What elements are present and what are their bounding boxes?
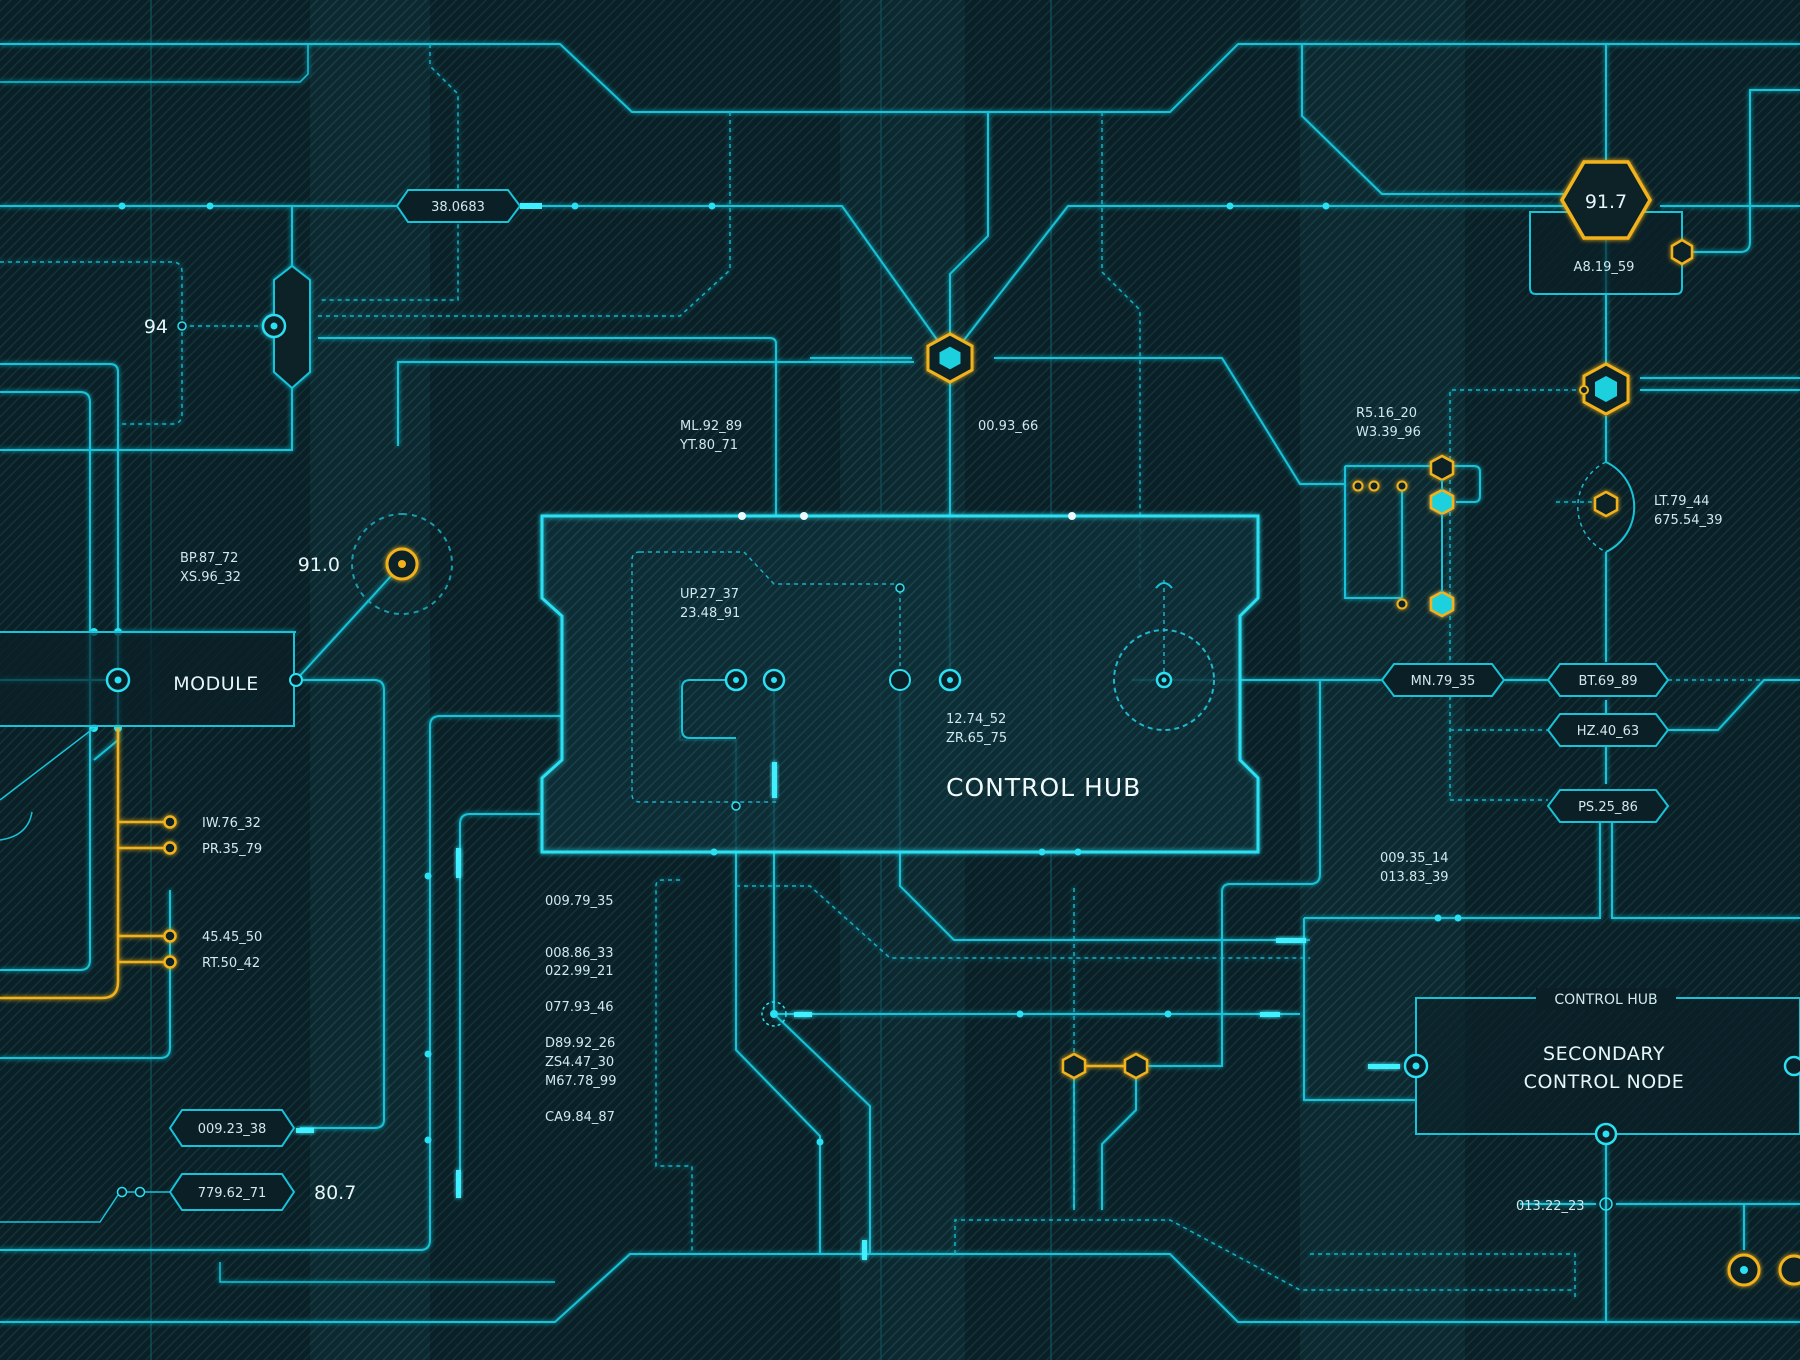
right-hex-connector-icon[interactable] [1579, 362, 1630, 416]
code-02299: 022.99_21 [545, 964, 614, 979]
pill-hz-text: HZ.40_63 [1577, 724, 1639, 739]
pill-77962[interactable]: 779.62_71 [168, 1173, 296, 1211]
pill-bt-text: BT.69_89 [1578, 674, 1637, 689]
readout-38-pill[interactable]: 38.0683 [395, 189, 542, 223]
label-675: 675.54_39 [1654, 513, 1723, 528]
hub-label-12: 12.74_52 [946, 712, 1006, 727]
pill-mn[interactable]: MN.79_35 [1380, 663, 1506, 697]
code-zs4: ZS4.47_30 [545, 1055, 614, 1070]
label-yt: YT.80_71 [679, 438, 738, 453]
readout-a819-label: A8.19_59 [1574, 260, 1635, 275]
label-iw: IW.76_32 [202, 816, 261, 831]
code-00886: 008.86_33 [545, 946, 614, 961]
secondary-title-2: CONTROL NODE [1524, 1071, 1685, 1093]
pill-00923-text: 009.23_38 [198, 1122, 267, 1137]
pill-77962-text: 779.62_71 [198, 1186, 267, 1201]
code-d89: D89.92_26 [545, 1036, 615, 1051]
label-r5: R5.16_20 [1356, 406, 1417, 421]
label-lt: LT.79_44 [1654, 494, 1710, 509]
label-pr: PR.35_79 [202, 842, 262, 857]
secondary-header: CONTROL HUB [1554, 992, 1657, 1008]
label-00935: 009.35_14 [1380, 851, 1449, 866]
module-box[interactable]: MODULE [0, 631, 303, 727]
readout-917: 91.7 [1585, 191, 1627, 213]
label-4545: 45.45_50 [202, 930, 262, 945]
circuit-traces [0, 43, 1800, 1323]
code-m67: M67.78_99 [545, 1074, 616, 1089]
pill-ps[interactable]: PS.25_86 [1546, 789, 1670, 823]
label-w3: W3.39_96 [1356, 425, 1421, 440]
code-ca9: CA9.84_87 [545, 1110, 615, 1125]
dial-lt-icon[interactable] [1577, 461, 1636, 553]
label-xs: XS.96_32 [180, 570, 241, 585]
vertical-hex-node[interactable] [261, 264, 311, 390]
lower-junction-icon [761, 1001, 787, 1027]
code-00979: 009.79_35 [545, 894, 614, 909]
label-rt: RT.50_42 [202, 956, 260, 971]
readout-94: 94 [144, 316, 168, 338]
pill-mn-text: MN.79_35 [1411, 674, 1476, 689]
control-hub-panel[interactable]: CONTROL HUB UP.27_37 23.48_91 12.74_52 Z… [540, 512, 1260, 854]
hub-label-up: UP.27_37 [680, 587, 739, 602]
label-01322: 013.22_23 [1516, 1199, 1585, 1214]
hub-label-23: 23.48_91 [680, 606, 740, 621]
hub-label-zr: ZR.65_75 [946, 731, 1007, 746]
readout-91: 91.0 [298, 554, 340, 576]
pill-hz[interactable]: HZ.40_63 [1546, 713, 1670, 747]
readout-917-box[interactable]: 91.7 HZ.40_63 A8.19_59 [1529, 160, 1683, 295]
code-07793: 077.93_46 [545, 1000, 614, 1015]
dial-91-icon[interactable] [351, 513, 453, 615]
label-ml: ML.92_89 [680, 419, 742, 434]
label-0093: 00.93_66 [978, 419, 1038, 434]
bottom-right-yellow-dial-icon[interactable] [1727, 1253, 1800, 1287]
hub-title: CONTROL HUB [946, 773, 1141, 802]
readout-80: 80.7 [314, 1182, 356, 1204]
secondary-control-node[interactable]: CONTROL HUB SECONDARY CONTROL NODE [1403, 988, 1800, 1146]
hub-hex-connector-icon[interactable] [926, 332, 974, 384]
dual-hex-link-icon[interactable] [1061, 1052, 1149, 1080]
pill-00923[interactable]: 009.23_38 [168, 1109, 296, 1147]
module-label: MODULE [173, 673, 258, 695]
secondary-title-1: SECONDARY [1543, 1043, 1665, 1065]
readout-38-value: 38.0683 [431, 200, 485, 215]
yellow-branch [0, 728, 177, 1000]
pill-bt[interactable]: BT.69_89 [1546, 663, 1670, 697]
label-01383: 013.83_39 [1380, 870, 1449, 885]
pill-ps-text: PS.25_86 [1578, 800, 1638, 815]
small-hex-icon [1670, 238, 1694, 266]
yellow-node-cluster[interactable] [1352, 454, 1455, 618]
label-bp: BP.87_72 [180, 551, 238, 566]
